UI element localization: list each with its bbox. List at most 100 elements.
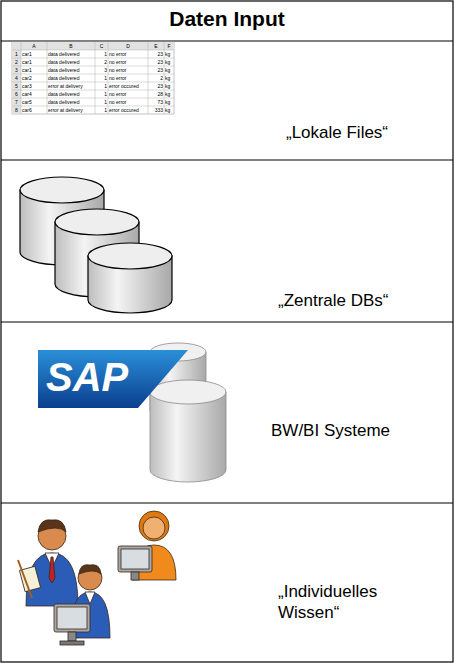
table-cell: 3: [95, 66, 108, 74]
table-cell-text: no error: [108, 58, 148, 66]
table-cell-text: data delivered: [47, 66, 95, 74]
table-cell-text: 333: [148, 106, 164, 114]
table-cell-text: 23: [148, 50, 164, 58]
table-cell: F: [164, 42, 174, 50]
table-cell-text: A: [21, 42, 47, 50]
table-cell: A: [21, 42, 47, 50]
band-text-box: „Individuelles Wissen“: [278, 581, 428, 623]
table-cell: 23: [148, 50, 164, 58]
table-cell-text: E: [148, 42, 164, 50]
knowledge-band: „Individuelles Wissen“: [0, 503, 454, 662]
table-cell: no error: [108, 90, 148, 98]
table-cell-text: 2: [95, 58, 108, 66]
people-icons: [18, 511, 176, 645]
table-cell-text: data delivered: [47, 58, 95, 66]
table-cell: D: [108, 42, 148, 50]
table-cell-text: no error: [108, 50, 148, 58]
table-cell: data delivered: [47, 98, 95, 106]
table-cell-text: 28: [148, 90, 164, 98]
band-label: „Zentrale DBs“: [278, 290, 446, 311]
table-cell-text: 23: [148, 66, 164, 74]
band-text-box: „Zentrale DBs“: [278, 290, 446, 311]
table-cell-text: car3: [21, 82, 47, 90]
table-cell: error occured: [108, 82, 148, 90]
table-cell-text: 1: [95, 98, 108, 106]
table-cell: 3: [12, 66, 21, 74]
table-cell: E: [148, 42, 164, 50]
table-cell-text: 2: [12, 58, 21, 66]
band-label: „Individuelles Wissen“: [278, 581, 428, 623]
database-cylinders: [20, 177, 172, 313]
table-cell: kg: [164, 82, 174, 90]
table-cell-text: error at delivery: [47, 106, 95, 114]
table-cell-text: kg: [164, 106, 174, 114]
table-cell: error occured: [108, 106, 148, 114]
table-cell: 1: [95, 98, 108, 106]
table-cell: car3: [21, 82, 47, 90]
band-divider: [1, 159, 453, 160]
table-cell: 333: [148, 106, 164, 114]
band-divider: [1, 40, 453, 41]
table-cell: 1: [95, 90, 108, 98]
table-cell: B: [47, 42, 95, 50]
table-cell-text: error at delivery: [47, 82, 95, 90]
table-cell-text: 1: [12, 50, 21, 58]
table-cell: no error: [108, 74, 148, 82]
table-cell-text: kg: [164, 66, 174, 74]
table-cell: 1: [95, 106, 108, 114]
table-cell-text: car1: [21, 58, 47, 66]
table-cell-text: kg: [164, 58, 174, 66]
table-cell-text: data delivered: [47, 98, 95, 106]
central-db-band: „Zentrale DBs“: [0, 160, 454, 322]
table-cell: car1: [21, 58, 47, 66]
band-label: „Lokale Files“: [286, 122, 446, 143]
logo-text: SAP: [46, 355, 128, 399]
table-cell-text: 2: [148, 74, 164, 82]
table-cell-text: no error: [108, 98, 148, 106]
table-cell-text: 23: [148, 58, 164, 66]
table-cell-text: car5: [21, 98, 47, 106]
diagram-title: Daten Input: [169, 7, 285, 30]
table-cell-text: 4: [12, 74, 21, 82]
table-cell-text: 1: [95, 74, 108, 82]
title-wrap: Daten Input: [0, 7, 454, 31]
table-cell-text: 1: [95, 50, 108, 58]
table-cell: data delivered: [47, 90, 95, 98]
table-cell: kg: [164, 106, 174, 114]
table-cell-text: car6: [21, 106, 47, 114]
table-cell-text: error occured: [108, 106, 148, 114]
table-cell-text: C: [95, 42, 108, 50]
table-cell: data delivered: [47, 50, 95, 58]
table-cell: 23: [148, 66, 164, 74]
table-cell: 8: [12, 106, 21, 114]
table-cell: no error: [108, 98, 148, 106]
band-label: BW/BI Systeme: [271, 420, 446, 441]
table-cell-text: data delivered: [47, 50, 95, 58]
table-cell: 7: [12, 98, 21, 106]
table-cell: 6: [12, 90, 21, 98]
table-cell: error at delivery: [47, 82, 95, 90]
table-cell: kg: [164, 74, 174, 82]
table-cell: car1: [21, 66, 47, 74]
table-cell: data delivered: [47, 58, 95, 66]
table-cell: 1: [95, 50, 108, 58]
table-cell: no error: [108, 66, 148, 74]
table-cell: 1: [95, 82, 108, 90]
table-cell: error at delivery: [47, 106, 95, 114]
spreadsheet: [12, 42, 174, 114]
table-cell: 1: [12, 50, 21, 58]
table-cell: kg: [164, 50, 174, 58]
sap-logo: [38, 350, 188, 415]
table-cell-text: 7: [12, 98, 21, 106]
table-cell-text: no error: [108, 66, 148, 74]
bw-bi-band: BW/BI Systeme: [0, 322, 454, 503]
table-cell-text: no error: [108, 90, 148, 98]
table-cell-text: car4: [21, 90, 47, 98]
table-cell: 23: [148, 82, 164, 90]
table-cell-text: kg: [164, 98, 174, 106]
table-cell-text: 1: [95, 106, 108, 114]
table-cell-text: car1: [21, 50, 47, 58]
table-cell-text: car2: [21, 74, 47, 82]
table-cell: kg: [164, 98, 174, 106]
